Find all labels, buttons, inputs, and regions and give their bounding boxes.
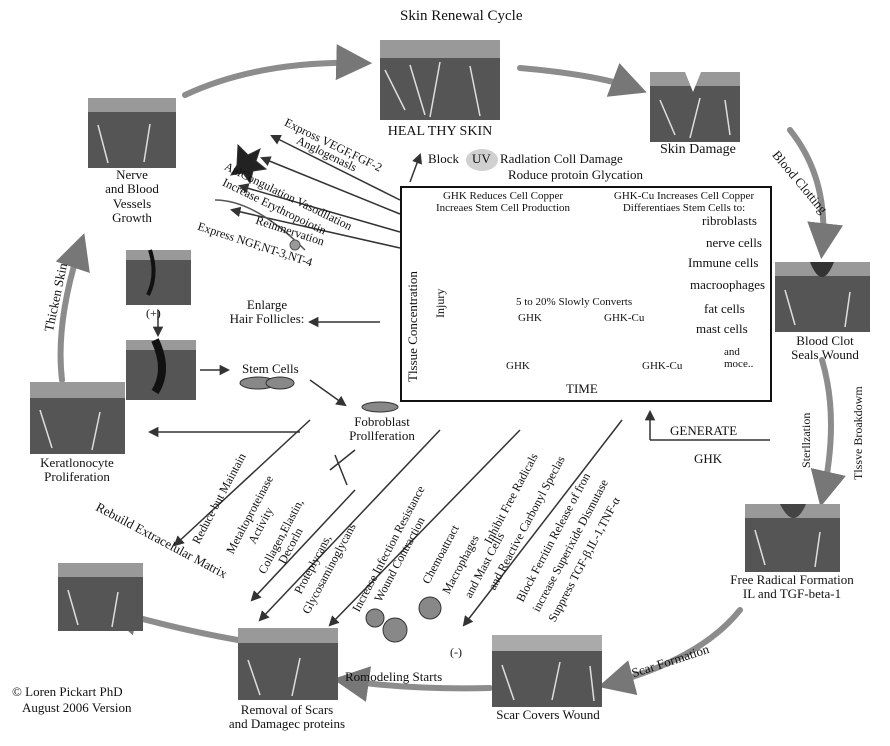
cell-icons — [230, 143, 513, 643]
transition-sterilization: Sterllzation — [799, 412, 813, 468]
inset-left-header: GHK Reduces Cell Copper Increaes Stem Ce… — [435, 190, 571, 215]
inset-x-axis-label: TIME — [566, 381, 598, 396]
credit-line-2: August 2006 Version — [22, 700, 132, 715]
cell-type-item: macroophages — [690, 277, 766, 292]
transition-remodeling: Romodeling Starts — [345, 669, 443, 684]
curve-ghk-cu-label: GHK-Cu — [642, 360, 683, 372]
ghk-label: GHK — [694, 451, 723, 466]
stem-cells-label: Stem Cells — [242, 361, 299, 376]
pathway-arrows — [147, 135, 770, 627]
cell-type-item: Immune cells — [688, 255, 759, 270]
skin-tile-clot — [775, 262, 870, 332]
stage-nerve-vessels: Nerve and Blood Vessels Growth — [105, 167, 159, 225]
skin-tile-scar — [492, 635, 602, 707]
cell-type-item: and moce.. — [724, 346, 754, 371]
stage-blood-clot: Blood Clot Seals Wound — [791, 333, 859, 363]
plus-sign: (+) — [146, 306, 161, 320]
credit-line-1: © Loren Pickart PhD — [12, 684, 123, 699]
note-block: Block — [428, 151, 460, 166]
inset-right-header: GHK-Cu Increases Cell Copper Differentia… — [613, 190, 755, 215]
stage-free-radical: Free Radical Formation IL and TGF-beta-1 — [730, 572, 854, 602]
cycle-arrows — [55, 44, 846, 702]
generate-label: GENERATE — [670, 423, 738, 438]
skin-tile-removal — [238, 628, 338, 700]
stage-scar-covers: Scar Covers Wound — [496, 707, 600, 722]
note-glycation: Roduce protoin Glycation — [508, 167, 644, 182]
cell-type-item: ribroblasts — [702, 213, 757, 228]
enlarge-hair-follicles: Enlarge Hair Follicles: — [229, 297, 305, 327]
stage-removal-scars: Removal of Scars and Damagec proteins — [228, 702, 346, 732]
convert-title: 5 to 20% Slowly Converts — [516, 296, 633, 308]
inset-y-axis-label: Tlssue Concentration — [405, 271, 420, 382]
stage-skin-damage: Skin Damage — [660, 142, 736, 157]
inset-injury-label: Injury — [433, 288, 447, 318]
skin-tile-keratinocyte — [30, 382, 125, 454]
uv-highlight — [466, 149, 498, 171]
note-radiation: Radlation Coll Damage — [500, 151, 623, 166]
nerve-fiber — [214, 199, 306, 251]
hair-follicle-small — [126, 249, 191, 305]
skin-tile-nerve — [88, 98, 176, 168]
cell-type-item: fat cells — [704, 301, 745, 316]
convert-from: GHK — [518, 312, 542, 324]
diagram-title: Skin Renewal Cycle — [400, 8, 523, 24]
convert-to: GHK-Cu — [604, 312, 645, 324]
fibroblast-proliferation: Fobroblast Prollferation — [349, 414, 415, 444]
skin-tile-damage — [650, 72, 740, 142]
cell-type-item: mast cells — [696, 321, 748, 336]
cell-type-item: nerve cells — [706, 235, 762, 250]
transition-tissue-breakdown: Tlssve Broakdowm — [851, 386, 865, 480]
stage-keratinocyte: Keratlonocyte Proliferation — [40, 455, 114, 485]
note-uv: UV — [472, 151, 491, 166]
stage-healthy-skin: HEAL THY SKIN — [387, 124, 493, 139]
ghk-inset-panel — [400, 186, 772, 402]
curve-ghk-label: GHK — [506, 360, 530, 372]
hair-follicle-large — [126, 338, 196, 400]
skin-tile-rebuild — [58, 563, 143, 631]
minus-sign: (-) — [450, 645, 462, 659]
skin-tile-healthy — [380, 40, 500, 120]
skin-tile-free-radical — [745, 504, 840, 572]
